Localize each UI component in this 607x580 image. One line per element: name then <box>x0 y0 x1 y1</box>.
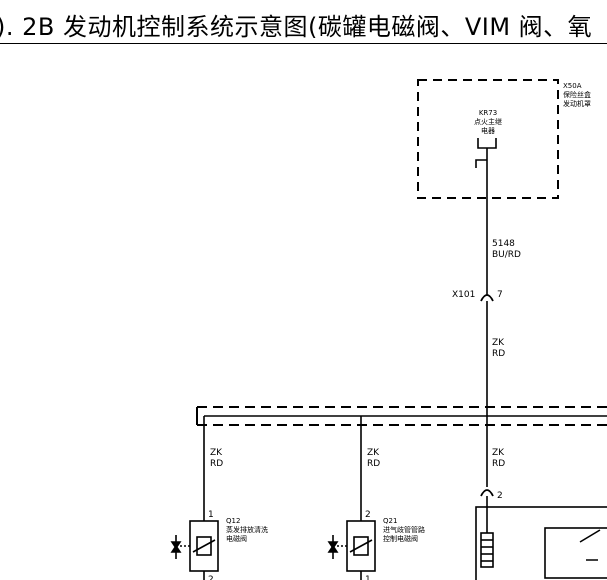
wire-zk-1-a: ZK <box>492 338 505 348</box>
fuse-box-outline <box>417 79 559 199</box>
q12-pin-top: 1 <box>208 510 214 520</box>
connector-x101-symbol <box>480 294 494 302</box>
wire-zk-4-b: RD <box>492 459 505 469</box>
q12-solenoid-symbol <box>170 520 219 572</box>
wire-zk-3-b: RD <box>367 459 380 469</box>
fuse-box-label-1: 保险丝盒 <box>563 90 591 99</box>
wire-zk-3-a: ZK <box>367 448 380 458</box>
q12-pin-bottom: 2 <box>208 575 214 580</box>
q12-id: Q12 <box>226 517 240 525</box>
relay-id: KR73 <box>479 109 497 117</box>
right-component-symbol <box>475 506 607 580</box>
diagram-title: ). 2B 发动机控制系统示意图(碳罐电磁阀、VIM 阀、氧 <box>0 13 593 41</box>
title-bar: ). 2B 发动机控制系统示意图(碳罐电磁阀、VIM 阀、氧 <box>0 0 607 44</box>
fuse-box-label-2: 发动机罩 <box>563 99 591 108</box>
q21-pin-bottom: 1 <box>365 575 371 580</box>
wire-zk-2-a: ZK <box>210 448 223 458</box>
wire-main-color: BU/RD <box>492 250 521 260</box>
right-component-pin-top: 2 <box>497 491 503 501</box>
q21-label-1: 进气歧管管路 <box>383 525 425 534</box>
wire-zk-1-b: RD <box>492 349 505 359</box>
q21-solenoid-symbol <box>327 520 376 572</box>
fuse-box-id: X50A <box>563 82 582 90</box>
relay-label-2: 电器 <box>481 126 495 135</box>
relay-label-1: 点火主继 <box>474 117 502 126</box>
wire-zk-2-b: RD <box>210 459 223 469</box>
right-connector-symbol <box>480 489 494 497</box>
relay-contact-symbol <box>475 138 497 168</box>
connector-pin: 7 <box>497 290 503 300</box>
wire-main-circuit: 5148 <box>492 239 515 249</box>
q21-pin-top: 2 <box>365 510 371 520</box>
q21-label-2: 控制电磁阀 <box>383 534 418 543</box>
q12-label-1: 蒸发排放清洗 <box>226 525 268 534</box>
q12-label-2: 电磁阀 <box>226 534 247 543</box>
wire-zk-4-a: ZK <box>492 448 505 458</box>
q21-id: Q21 <box>383 517 397 525</box>
connector-id: X101 <box>452 290 475 300</box>
